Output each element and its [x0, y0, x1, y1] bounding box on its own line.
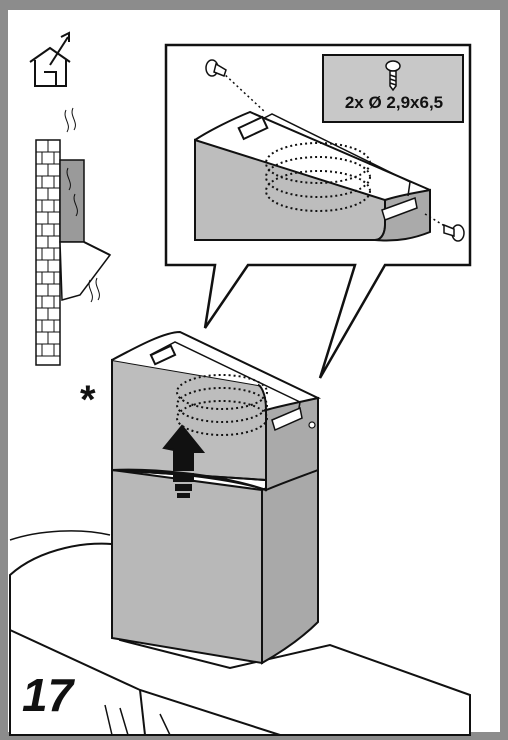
detail-chimney [194, 71, 449, 242]
hood-base [9, 530, 471, 736]
wall-installation-sketch [35, 107, 112, 366]
chimney-upper [111, 330, 322, 492]
house-vent-icon [29, 31, 71, 87]
chimney-lower [111, 468, 319, 665]
screw-top [205, 59, 227, 77]
up-arrow-icon [162, 424, 206, 498]
screw-spec-label: 2x Ø 2,9x6,5 [344, 93, 444, 112]
screw-spec-box [322, 54, 464, 123]
screw-icon [385, 60, 401, 92]
screw-side [443, 223, 465, 242]
step-number: 17 [22, 669, 74, 721]
note-asterisk: * [80, 378, 96, 422]
